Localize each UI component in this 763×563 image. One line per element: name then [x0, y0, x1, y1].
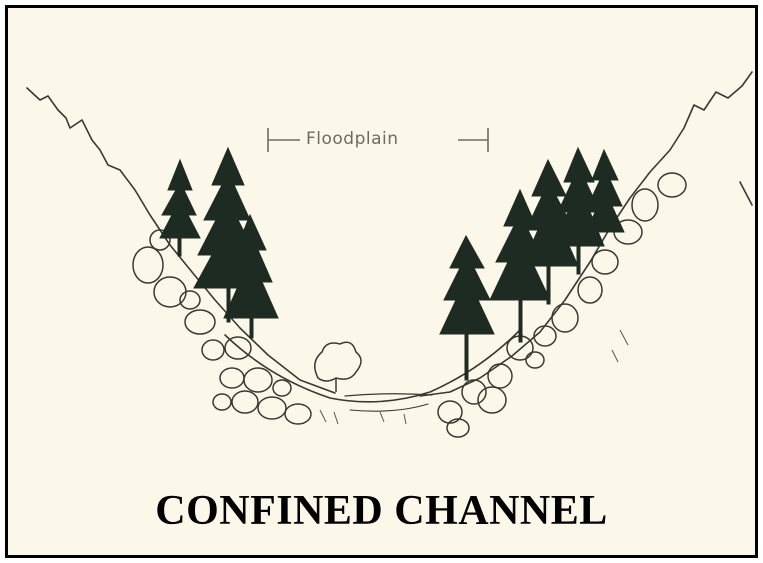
- tree-cluster-left: [160, 148, 278, 338]
- tree-cluster-right: [490, 148, 624, 342]
- channel-bed: [225, 330, 520, 402]
- diagram-caption: CONFINED CHANNEL: [0, 487, 763, 535]
- tree-single-middle: [440, 236, 494, 380]
- channel-shrub: [315, 342, 361, 392]
- floodplain-label: Floodplain: [306, 129, 399, 149]
